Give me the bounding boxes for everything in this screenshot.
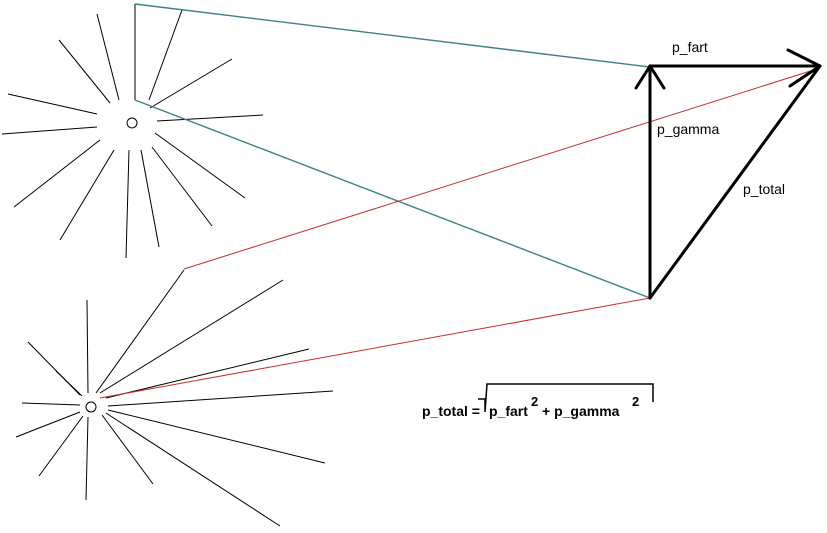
p-total-label: p_total — [743, 181, 785, 197]
formula-lhs: p_total = — [422, 403, 480, 419]
formula-exp1: 2 — [531, 394, 538, 409]
total-momentum-formula: p_total = p_fart 2 + p_gamma 2 — [422, 383, 654, 419]
momentum-vectors — [634, 48, 822, 300]
p-fart-label: p_fart — [672, 39, 708, 55]
square-root-sign — [478, 383, 654, 413]
lower-burst — [15, 269, 334, 527]
p-gamma-label: p_gamma — [657, 121, 719, 137]
formula-exp2: 2 — [632, 394, 639, 409]
teal-rays — [134, 3, 651, 299]
formula-term2: + p_gamma — [542, 403, 620, 419]
p-total-vector — [648, 64, 822, 300]
formula-term1: p_fart — [489, 403, 528, 419]
upper-burst — [1, 4, 264, 259]
red-rays — [99, 67, 821, 399]
p-total-arrowhead — [786, 48, 822, 88]
